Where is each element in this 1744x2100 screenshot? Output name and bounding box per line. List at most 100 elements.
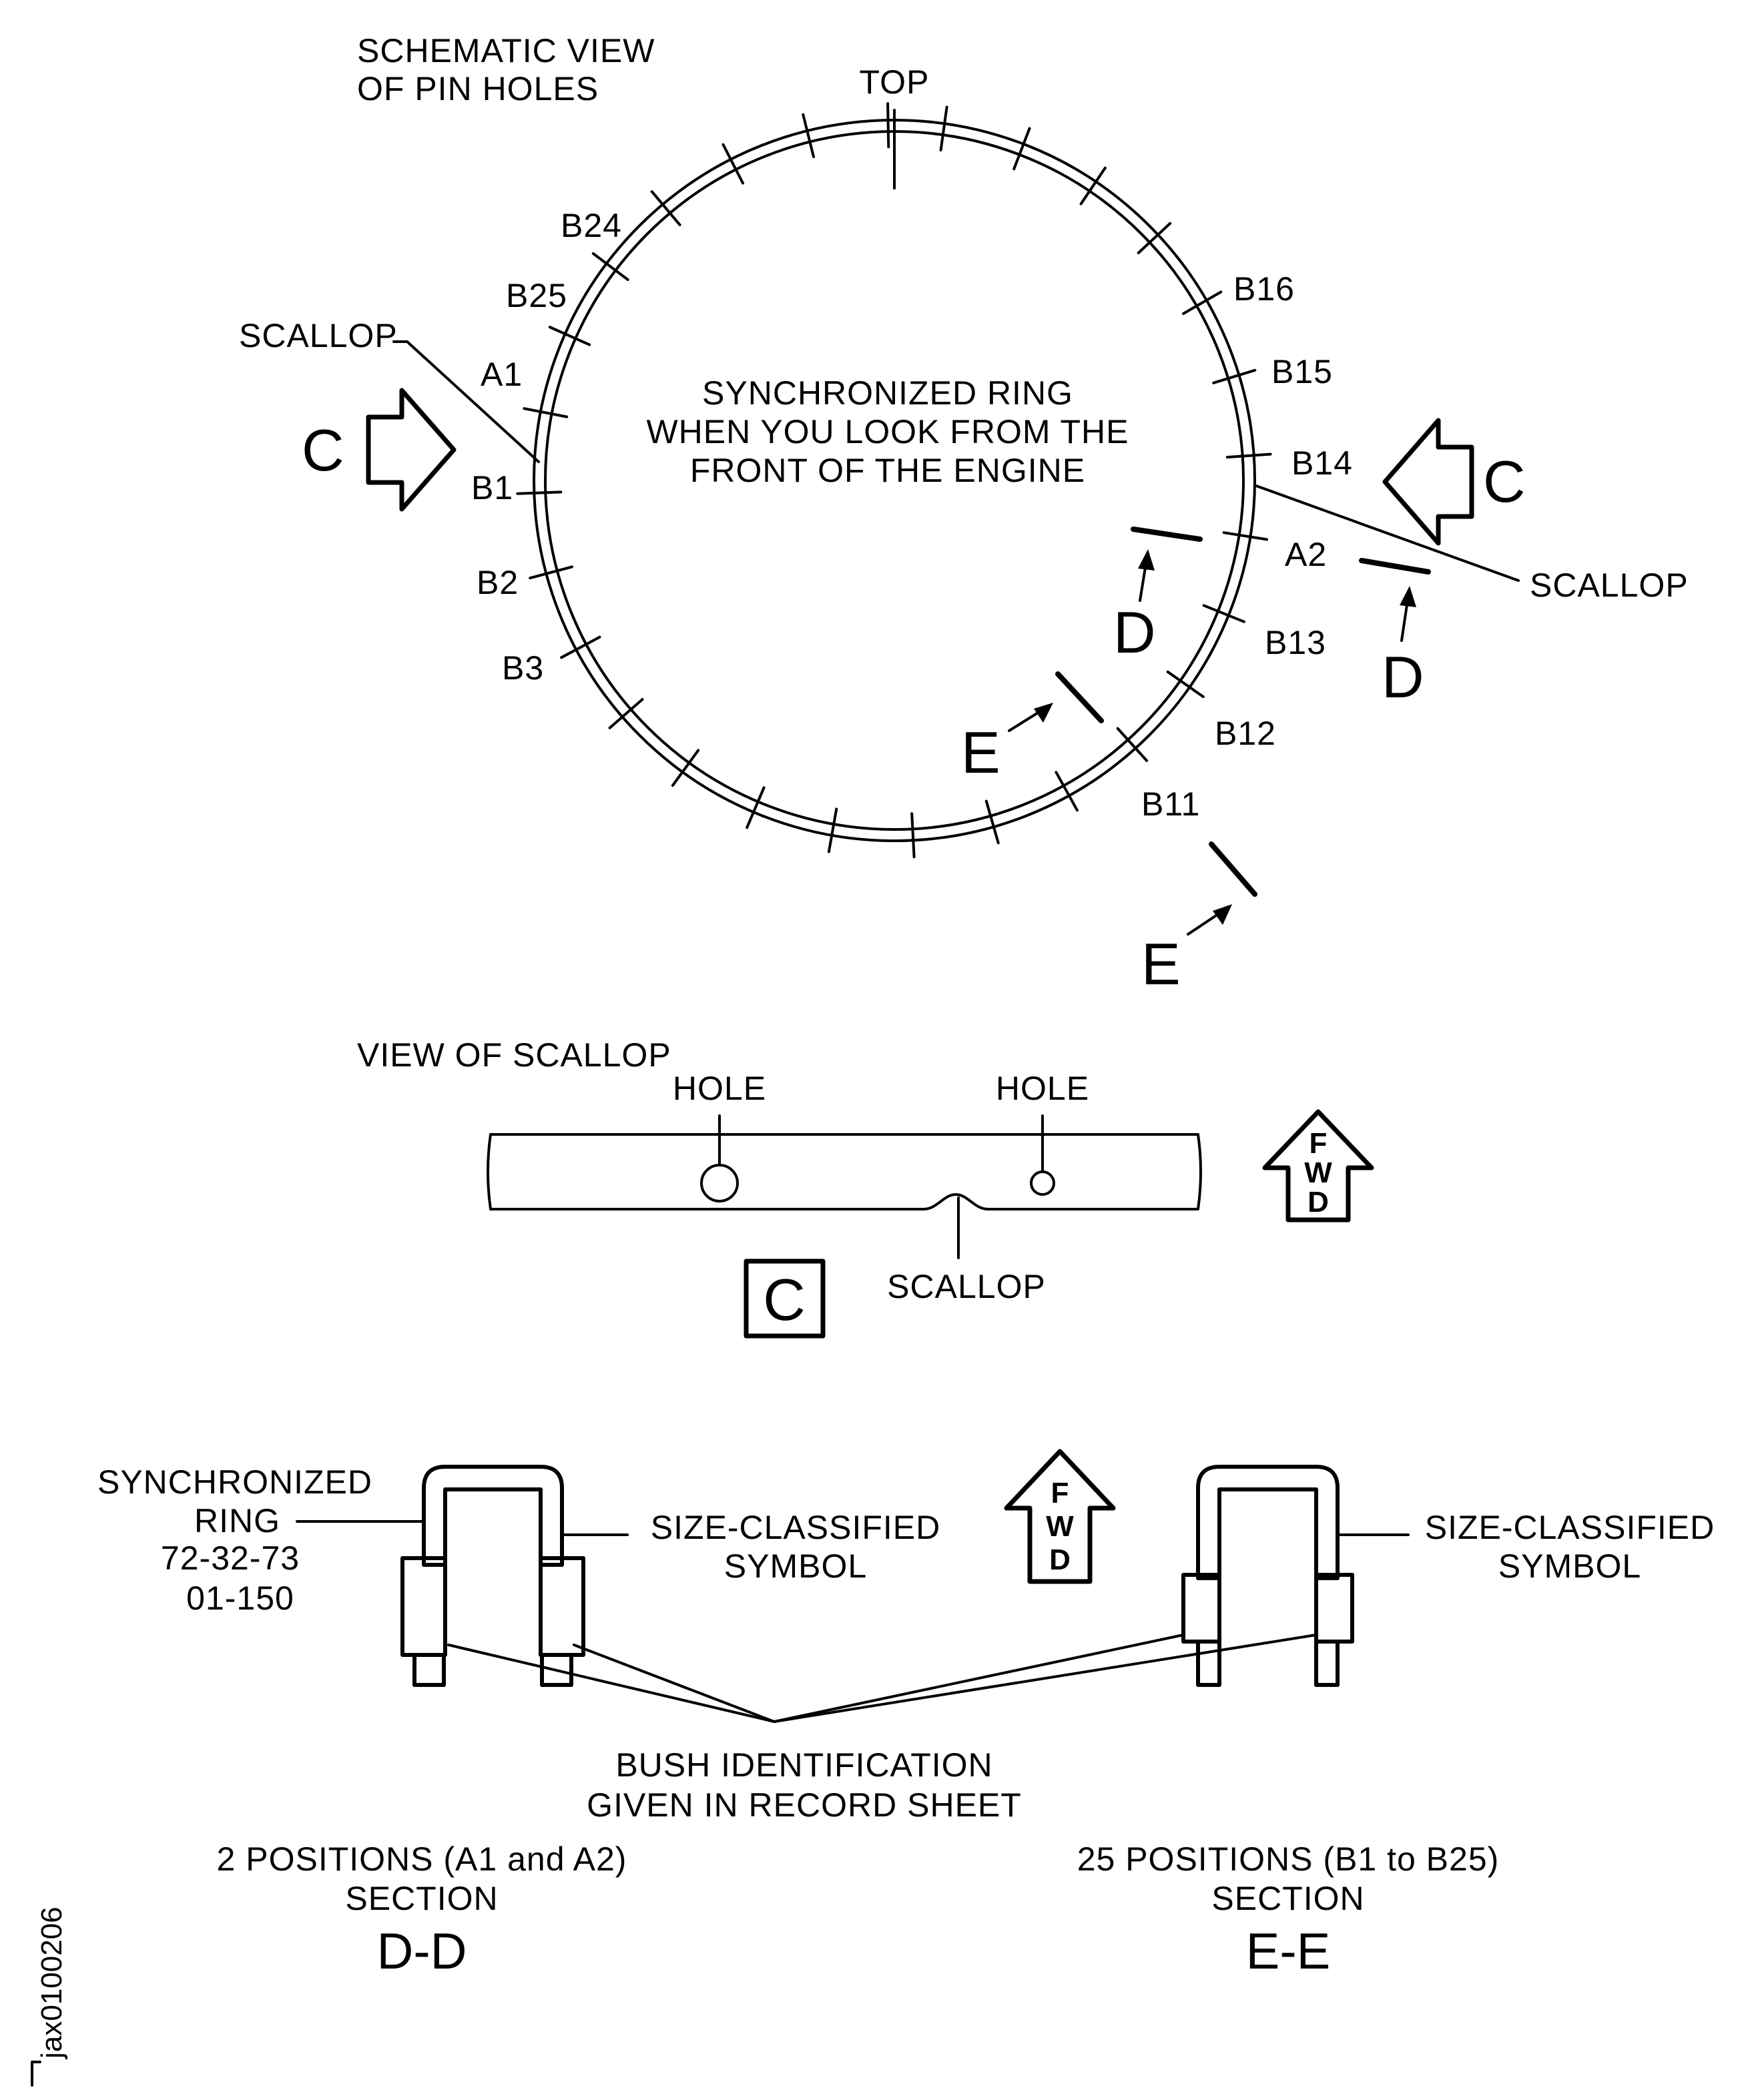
scallop-view-label: SCALLOP bbox=[887, 1268, 1046, 1305]
scallop-label-right: SCALLOP bbox=[1530, 567, 1689, 604]
view-c-letter-left: C bbox=[302, 417, 344, 483]
fwd-arrow-sections bbox=[1004, 1449, 1116, 1584]
view-c-box bbox=[744, 1259, 826, 1339]
position-label-b24: B24 bbox=[561, 207, 622, 244]
symbol-label-right-line2: SYMBOL bbox=[1498, 1547, 1641, 1585]
bush-leader-4 bbox=[773, 1634, 1318, 1723]
section-d-letter-inner: D bbox=[1113, 599, 1156, 665]
pin-hole-tick bbox=[1202, 604, 1245, 623]
fwd-letter-f: F bbox=[1310, 1127, 1328, 1160]
section-d-cut-line-outer bbox=[1359, 558, 1431, 575]
position-label-b15: B15 bbox=[1271, 353, 1333, 390]
pin-hole-tick bbox=[827, 807, 838, 853]
bush-label-line1: BUSH IDENTIFICATION bbox=[615, 1746, 992, 1784]
ring-ref-line1: 72-32-73 bbox=[161, 1539, 300, 1577]
pin-hole-tick bbox=[1222, 531, 1268, 541]
fwd-letter-f-2: F bbox=[1051, 1477, 1069, 1509]
pin-hole-tick bbox=[1166, 670, 1205, 699]
symbol-label-left-line2: SYMBOL bbox=[724, 1547, 867, 1585]
view-c-letter-right: C bbox=[1483, 448, 1526, 514]
section-dd-bush-right-flange bbox=[540, 1653, 573, 1687]
section-ee-bush-left bbox=[1181, 1573, 1221, 1644]
fwd-letter-d-2: D bbox=[1049, 1543, 1071, 1576]
section-d-arrowhead-inner bbox=[1138, 549, 1155, 571]
position-label-b1: B1 bbox=[471, 469, 513, 506]
bush-leader-2 bbox=[573, 1644, 776, 1723]
fwd-letter-d: D bbox=[1307, 1186, 1329, 1218]
figure-id: jax0100206 bbox=[31, 1906, 68, 2087]
section-e-cut-line-outer bbox=[1209, 841, 1257, 897]
pin-hole-tick bbox=[671, 749, 700, 787]
pin-hole-tick bbox=[802, 113, 815, 158]
dd-section-name: D-D bbox=[376, 1923, 467, 1980]
hole-small bbox=[1030, 1170, 1055, 1196]
section-ee-ring bbox=[1196, 1465, 1340, 1580]
scallop-strip bbox=[487, 1133, 1202, 1210]
pin-hole-tick bbox=[523, 407, 569, 418]
fwd-letter-w: W bbox=[1304, 1156, 1332, 1189]
view-c-arrow-right bbox=[1382, 418, 1474, 546]
schematic-title-line2: OF PIN HOLES bbox=[357, 70, 599, 107]
scallop-view-title: VIEW OF SCALLOP bbox=[357, 1036, 671, 1074]
dd-positions: 2 POSITIONS (A1 and A2) bbox=[217, 1840, 627, 1878]
section-dd-ring bbox=[422, 1465, 564, 1567]
pin-hole-tick bbox=[591, 252, 629, 282]
center-text-line2: WHEN YOU LOOK FROM THE bbox=[646, 413, 1129, 450]
pin-hole-tick bbox=[548, 326, 591, 346]
position-label-a1: A1 bbox=[481, 356, 523, 393]
pin-hole-ticks bbox=[516, 102, 1272, 859]
section-ee-bush-right bbox=[1314, 1573, 1354, 1644]
section-dd-bush-left bbox=[400, 1556, 447, 1657]
hole-label-left: HOLE bbox=[673, 1070, 766, 1107]
section-dd-bush-right bbox=[539, 1556, 585, 1657]
section-e-letter-outer: E bbox=[1141, 931, 1181, 997]
figure-id-text: jax0100206 bbox=[35, 1906, 68, 2060]
bush-leader-3 bbox=[773, 1634, 1185, 1723]
top-label: TOP bbox=[860, 63, 930, 101]
scallop-view: VIEW OF SCALLOP HOLE HOLE SCALLOP C F W … bbox=[357, 1036, 1374, 1339]
pin-hole-tick bbox=[650, 190, 681, 226]
section-d-arrowhead-outer bbox=[1400, 586, 1416, 607]
position-label-b12: B12 bbox=[1215, 715, 1276, 752]
pin-hole-tick bbox=[1012, 127, 1031, 171]
position-label-b3: B3 bbox=[502, 649, 544, 687]
figure-id-corner-mark bbox=[31, 2061, 41, 2087]
section-ee-bush-left-pin bbox=[1196, 1640, 1221, 1687]
schematic-title-line1: SCHEMATIC VIEW bbox=[357, 32, 655, 69]
ee-section-name: E-E bbox=[1246, 1923, 1331, 1980]
pin-hole-tick bbox=[608, 698, 644, 729]
scallop-leader-left bbox=[392, 340, 540, 463]
pin-hole-tick bbox=[1055, 771, 1079, 812]
center-text-line3: FRONT OF THE ENGINE bbox=[690, 452, 1085, 489]
pin-hole-tick bbox=[560, 635, 601, 659]
bush-label-line2: GIVEN IN RECORD SHEET bbox=[587, 1786, 1022, 1824]
pin-hole-tick bbox=[746, 786, 766, 829]
sections: SYNCHRONIZED RING 72-32-73 01-150 SIZE-C… bbox=[97, 1449, 1715, 1980]
schematic-view: SCHEMATIC VIEW OF PIN HOLES TOP SYNCHRON… bbox=[239, 32, 1689, 997]
pin-hole-tick bbox=[1225, 452, 1272, 459]
ee-section-word: SECTION bbox=[1211, 1880, 1364, 1917]
position-label-b11: B11 bbox=[1141, 785, 1200, 823]
position-label-b25: B25 bbox=[506, 277, 567, 314]
position-label-b2: B2 bbox=[477, 564, 519, 601]
symbol-label-left-line1: SIZE-CLASSIFIED bbox=[651, 1509, 941, 1546]
pin-hole-tick bbox=[1212, 368, 1257, 384]
hole-label-right: HOLE bbox=[996, 1070, 1089, 1107]
scallop-label-left: SCALLOP bbox=[239, 317, 398, 354]
pin-hole-tick bbox=[939, 105, 948, 151]
ee-positions: 25 POSITIONS (B1 to B25) bbox=[1077, 1840, 1500, 1878]
position-label-b13: B13 bbox=[1265, 624, 1326, 661]
position-label-a2: A2 bbox=[1285, 536, 1327, 573]
dd-section-word: SECTION bbox=[345, 1880, 498, 1917]
pin-hole-tick bbox=[1182, 290, 1223, 315]
bush-leader-1 bbox=[447, 1644, 776, 1723]
fwd-arrow-top bbox=[1262, 1109, 1374, 1222]
view-c-box-letter: C bbox=[763, 1267, 806, 1333]
symbol-label-right-line1: SIZE-CLASSIFIED bbox=[1425, 1509, 1715, 1546]
pin-hole-tick bbox=[910, 812, 916, 859]
section-e-cut-line-inner bbox=[1055, 671, 1104, 723]
view-c-arrow-left bbox=[366, 388, 457, 512]
section-d-letter-outer: D bbox=[1382, 644, 1424, 710]
position-label-b14: B14 bbox=[1291, 444, 1353, 482]
